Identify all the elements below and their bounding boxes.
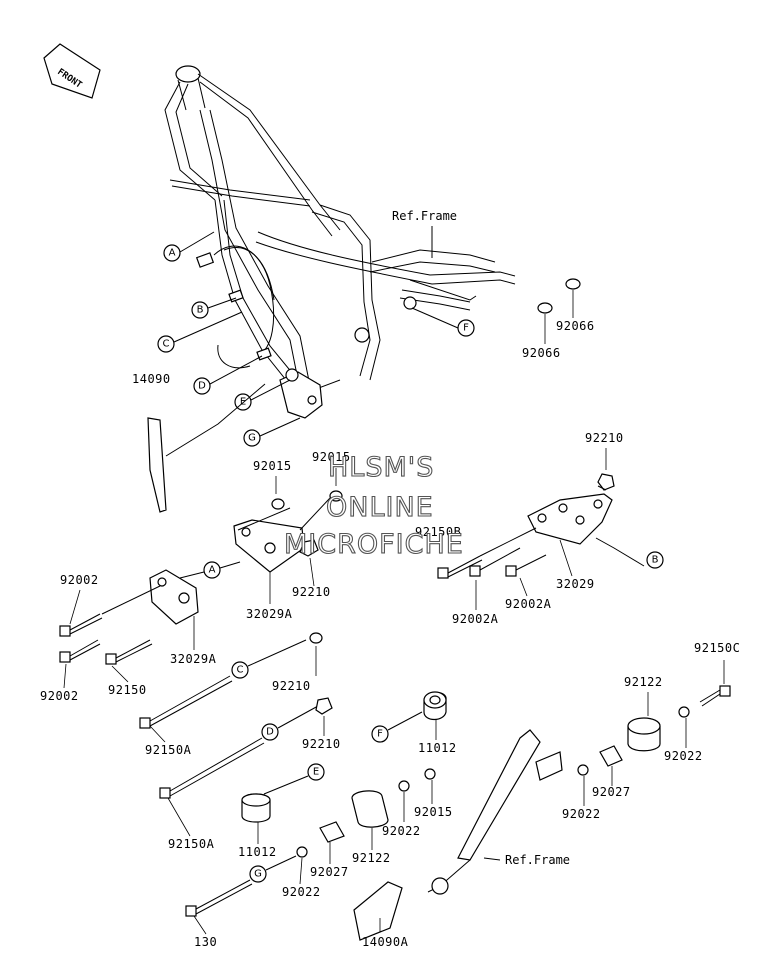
part-number-label-p32029Ab: 32029A xyxy=(170,652,217,666)
part-11012-collar-left: E 11012 xyxy=(238,763,325,859)
part-number-label-p92022c: 92022 xyxy=(562,807,601,821)
callout-letter-b2: B xyxy=(652,555,659,566)
callout-f-frame: F xyxy=(411,307,475,337)
part-number-label-p92015b: 92015 xyxy=(312,450,351,464)
watermark-line3: MICROFICHE xyxy=(284,529,464,560)
part-number-label-p92027b: 92027 xyxy=(592,785,631,799)
part-number-label-p92150: 92150 xyxy=(108,683,147,697)
ref-frame-label-bottom: Ref.Frame xyxy=(505,853,570,867)
part-number-label-p92210b: 92210 xyxy=(292,585,331,599)
front-arrow-icon: FRONT xyxy=(43,43,101,99)
part-side-stand: Ref.Frame 14090A 92022 xyxy=(353,729,601,949)
callout-letter-g2: G xyxy=(254,869,262,880)
part-number-label-p92150c: 92150C xyxy=(694,641,740,655)
callout-e-frame: E xyxy=(234,379,291,411)
callout-letter-c2: C xyxy=(237,665,244,676)
part-number-label-p92066a: 92066 xyxy=(556,319,595,333)
part-number-label-p92150Ab: 92150A xyxy=(168,837,215,851)
callout-letter-d1: D xyxy=(198,381,206,392)
part-number-label-p92210d: 92210 xyxy=(302,737,341,751)
frame-drawing xyxy=(164,65,516,419)
part-130-bolt-g: 92022 G 130 xyxy=(185,846,321,949)
part-number-label-p92022b: 92022 xyxy=(282,885,321,899)
watermark-line1: HLSM'S xyxy=(328,452,434,483)
part-number-label-p92022d: 92022 xyxy=(664,749,703,763)
callout-letter-a2: A xyxy=(209,565,216,576)
part-number-label-p92015c: 92015 xyxy=(414,805,453,819)
callout-letter-f2: F xyxy=(377,729,383,740)
part-number-label-p11012a: 11012 xyxy=(418,741,457,755)
part-number-label-p92066b: 92066 xyxy=(522,346,561,360)
callout-c-frame: C xyxy=(157,311,243,353)
part-number-label-p130: 130 xyxy=(194,935,217,949)
callout-letter-e2: E xyxy=(313,767,319,778)
callout-a-frame: A xyxy=(163,231,215,262)
callout-letter-f1: F xyxy=(463,323,469,334)
part-number-label-p92002Ab: 92002A xyxy=(505,597,552,611)
callout-b-frame: B xyxy=(191,297,237,319)
part-11012-collar-upper: F 11012 xyxy=(371,691,457,755)
part-14090-guard: 14090 xyxy=(132,372,266,513)
part-number-label-p92022a: 92022 xyxy=(382,824,421,838)
watermark-line2: ONLINE xyxy=(326,492,434,523)
part-92150A-bolt-c: C 92210 92150A xyxy=(139,632,323,757)
callout-letter-a1: A xyxy=(169,248,176,259)
ref-frame-label-top: Ref.Frame xyxy=(392,209,457,223)
part-number-label-p92002a: 92002 xyxy=(60,573,99,587)
part-number-label-p92210c: 92210 xyxy=(272,679,311,693)
callout-g-frame: G xyxy=(243,417,301,447)
part-number-label-p92002b: 92002 xyxy=(40,689,79,703)
part-32029A-upper-bracket: 92015 92015 32029A 92210 xyxy=(233,450,351,621)
part-number-label-p92015a: 92015 xyxy=(253,459,292,473)
callout-letter-b1: B xyxy=(197,305,204,316)
part-number-label-p32029a: 32029A xyxy=(246,607,293,621)
part-number-label-p14090: 14090 xyxy=(132,372,171,386)
part-middle-spacers: 92015 92022 92122 92027 xyxy=(310,768,453,879)
callout-letter-e1: E xyxy=(240,397,246,408)
part-number-label-p92210a: 92210 xyxy=(585,431,624,445)
part-32029A-lower-bracket: A 32029A 92002 92002 92150 xyxy=(40,561,241,703)
part-number-label-p14090A: 14090A xyxy=(362,935,409,949)
callout-letter-c1: C xyxy=(163,339,170,350)
callout-letter-g1: G xyxy=(248,433,256,444)
part-32029-bracket-group: 92210 B 32029 92002A 92002A 92150B xyxy=(415,431,664,626)
part-right-stand-parts: 92122 92027 92022 92150C xyxy=(592,641,740,799)
part-92150A-bolt-d: D 92210 92150A xyxy=(159,697,341,851)
part-92066-caps: 92066 92066 xyxy=(522,278,595,360)
callout-letter-d2: D xyxy=(266,727,274,738)
callout-d-frame: D xyxy=(193,355,263,395)
part-number-label-p92150Aa: 92150A xyxy=(145,743,192,757)
part-number-label-p92002Aa: 92002A xyxy=(452,612,499,626)
watermark: HLSM'S ONLINE MICROFICHE xyxy=(283,451,464,560)
part-number-label-p32029: 32029 xyxy=(556,577,595,591)
part-number-label-p92027a: 92027 xyxy=(310,865,349,879)
part-number-label-p11012b: 11012 xyxy=(238,845,277,859)
part-number-label-p92150b: 92150B xyxy=(415,525,461,539)
part-number-label-p92122b: 92122 xyxy=(352,851,391,865)
part-number-label-p92122a: 92122 xyxy=(624,675,663,689)
